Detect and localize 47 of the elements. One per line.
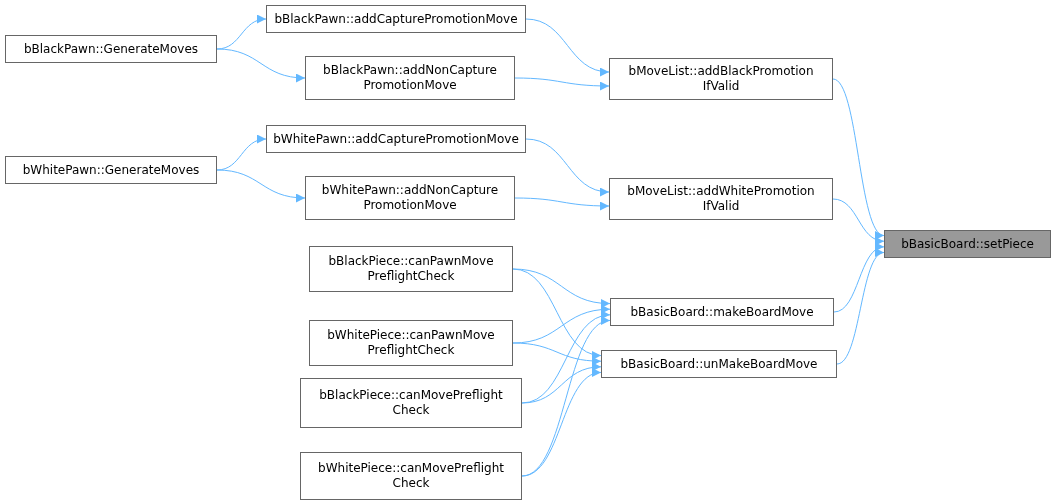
arrow xyxy=(521,370,602,477)
function-box xyxy=(884,230,1051,258)
arrow xyxy=(832,78,885,237)
arrow xyxy=(832,198,885,245)
arrow xyxy=(836,251,885,365)
function-name: bWhitePawn::addNonCapture PromotionMove xyxy=(320,183,500,213)
function-box xyxy=(5,35,217,63)
function-name: bBasicBoard::makeBoardMove xyxy=(630,304,814,320)
function-name: bBasicBoard::unMakeBoardMove xyxy=(620,356,818,372)
arrow xyxy=(525,18,610,76)
function-name: bBlackPawn::GenerateMoves xyxy=(23,41,199,57)
function-name: bBlackPiece::canPawnMove PreflightCheck xyxy=(327,254,495,284)
function-name: bBasicBoard::setPiece xyxy=(901,236,1034,252)
function-box xyxy=(309,320,513,366)
function-box xyxy=(305,176,515,220)
function-box xyxy=(305,56,515,100)
arrow xyxy=(216,169,306,202)
arrow xyxy=(216,15,267,50)
function-box xyxy=(610,298,834,326)
function-name: bWhitePiece::canPawnMove PreflightCheck xyxy=(326,328,496,358)
function-name: bMoveList::addWhitePromotion IfValid xyxy=(626,184,816,214)
function-box xyxy=(266,5,526,33)
arrow xyxy=(216,135,267,171)
arrow xyxy=(525,138,610,196)
function-box xyxy=(300,452,522,500)
arrow xyxy=(512,342,602,366)
arrow xyxy=(512,268,602,359)
function-name: bWhitePawn::addCapturePromotionMove xyxy=(273,131,519,147)
function-name: bBlackPawn::addNonCapture PromotionMove xyxy=(322,63,498,93)
function-box xyxy=(609,58,833,100)
function-box xyxy=(266,125,526,153)
arrow xyxy=(216,48,306,82)
function-name: bWhitePiece::canMovePreflight Check xyxy=(317,461,505,491)
function-box xyxy=(300,378,522,428)
arrow xyxy=(514,77,610,91)
function-box xyxy=(609,178,833,220)
function-box xyxy=(309,246,513,292)
function-name: bWhitePawn::GenerateMoves xyxy=(22,162,200,178)
function-box xyxy=(5,156,217,184)
arrow xyxy=(514,197,610,211)
function-name: bMoveList::addBlackPromotion IfValid xyxy=(627,64,815,94)
function-name: bBlackPawn::addCapturePromotionMove xyxy=(274,11,518,27)
arrow xyxy=(833,244,885,313)
function-box xyxy=(601,350,837,378)
arrow xyxy=(521,363,602,404)
function-name: bBlackPiece::canMovePreflight Check xyxy=(318,388,504,418)
arrow xyxy=(512,305,611,344)
